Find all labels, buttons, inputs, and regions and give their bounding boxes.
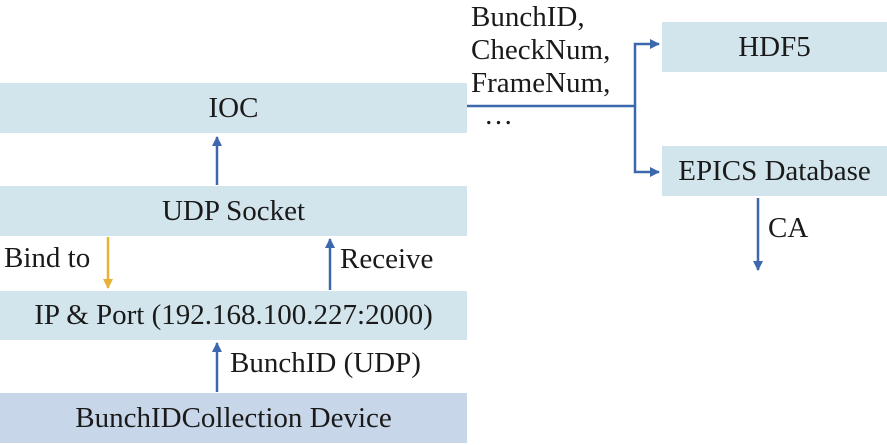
hdf5-label: HDF5 [738, 30, 811, 63]
ioc-label: IOC [208, 91, 259, 124]
ip-port-label: IP & Port (192.168.100.227:2000) [34, 299, 433, 331]
ip-port-box: IP & Port (192.168.100.227:2000) [0, 291, 467, 340]
ca-label: CA [768, 212, 809, 244]
epics-database-label: EPICS Database [678, 154, 871, 187]
wire-ioc-branch [467, 39, 660, 108]
field-framenum-label: FrameNum, [471, 67, 611, 99]
field-checknum-label: CheckNum, [471, 34, 611, 66]
ioc-box: IOC [0, 83, 467, 133]
device-label: BunchIDCollection Device [75, 401, 392, 434]
wire-branch-to-epics [633, 106, 660, 177]
udp-socket-label: UDP Socket [161, 194, 306, 227]
field-bunchid-label: BunchID, [471, 1, 585, 33]
hdf5-box: HDF5 [662, 22, 887, 72]
field-ellipsis-label: … [484, 99, 513, 131]
udp-socket-box: UDP Socket [0, 186, 467, 236]
epics-database-box: EPICS Database [662, 146, 887, 196]
receive-label: Receive [340, 243, 434, 275]
bunchid-udp-label: BunchID (UDP) [230, 347, 421, 379]
device-box: BunchIDCollection Device [0, 393, 467, 443]
bind-to-label: Bind to [4, 242, 91, 274]
